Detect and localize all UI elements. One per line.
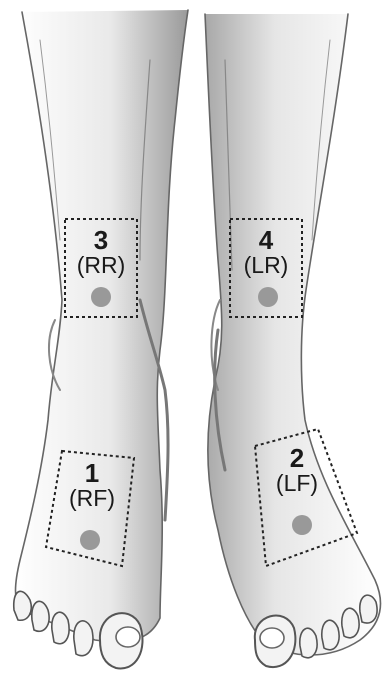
right-foot-sketch xyxy=(14,10,188,668)
left-foot-sketch xyxy=(205,14,380,667)
sensor-marker-lf xyxy=(292,515,312,535)
sensor-marker-rr xyxy=(91,287,111,307)
sensor-marker-rf xyxy=(80,530,100,550)
sensor-marker-lr xyxy=(258,287,278,307)
